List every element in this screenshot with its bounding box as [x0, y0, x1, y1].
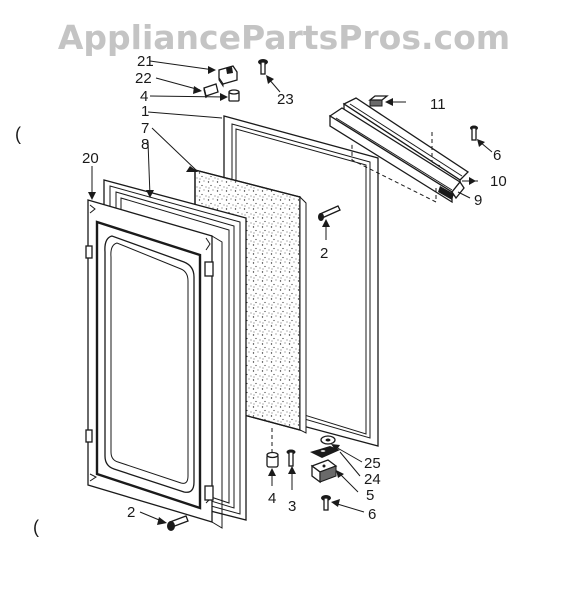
- callout-2-mid: 2: [320, 245, 328, 262]
- bottom-hinge-bracket-part-5: [310, 459, 338, 484]
- hinge-pin-part-3: [286, 449, 296, 467]
- callout-1: 1: [141, 103, 149, 120]
- callout-20: 20: [82, 150, 99, 167]
- top-hinge-part-21: [218, 65, 238, 88]
- hinge-bushing-top-part-4: [228, 89, 240, 102]
- callout-9: 9: [474, 192, 482, 209]
- watermark-text: AppliancePartsPros.com: [57, 18, 511, 57]
- screw-mid-part-2: [318, 205, 341, 221]
- screw-bottom-part-6: [321, 495, 331, 511]
- washer-part-25: [320, 435, 336, 445]
- hinge-bushing-bottom-part-4: [266, 428, 279, 468]
- callout-3: 3: [288, 498, 296, 515]
- callout-7: 7: [141, 120, 149, 137]
- callout-25: 25: [364, 455, 381, 472]
- leader-lines: [88, 60, 493, 525]
- margin-mark-bottom: (: [33, 517, 39, 537]
- callout-24: 24: [364, 471, 381, 488]
- callout-6-top: 6: [493, 147, 501, 164]
- callout-5: 5: [366, 487, 374, 504]
- margin-mark-top: (: [15, 124, 21, 144]
- clip-part-11: [368, 95, 389, 107]
- callout-2-bottom: 2: [127, 504, 135, 521]
- callout-22: 22: [135, 70, 152, 87]
- screw-part-23: [258, 59, 268, 75]
- rail-outline: [351, 132, 441, 203]
- callout-6-bottom: 6: [368, 506, 376, 523]
- hinge-plate-part-24: [310, 446, 340, 458]
- callout-labels: 21 22 4 1 7 8 20 23 11 6 10 9 2 25 24 5 …: [15, 53, 507, 537]
- screw-bottom-part-2: [167, 515, 189, 531]
- callout-23: 23: [277, 91, 294, 108]
- outer-door-panel-part-20: [85, 199, 223, 529]
- callout-10: 10: [490, 173, 507, 190]
- door-rail-part-9: [328, 107, 465, 204]
- callout-8: 8: [141, 136, 149, 153]
- callout-4-bottom: 4: [268, 490, 276, 507]
- screw-top-part-6: [470, 125, 478, 141]
- hinge-spacer-part-22: [203, 83, 219, 99]
- callout-4-top: 4: [140, 88, 148, 105]
- callout-11: 11: [430, 96, 446, 113]
- callout-21: 21: [137, 53, 154, 70]
